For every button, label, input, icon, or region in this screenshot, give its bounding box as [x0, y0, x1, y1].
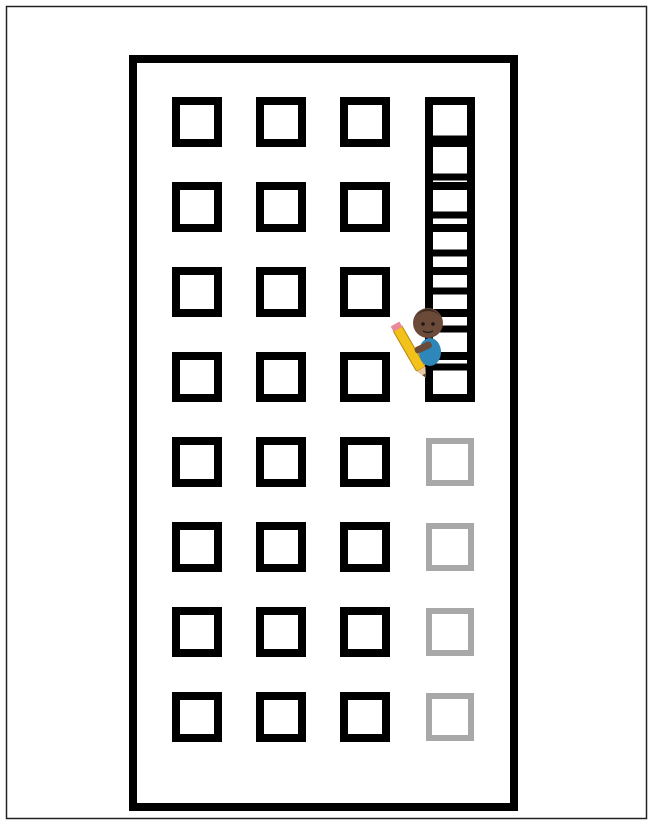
window-undrawn	[429, 611, 471, 653]
window-undrawn	[429, 696, 471, 738]
window-drawn	[260, 356, 302, 398]
window-drawn	[260, 696, 302, 738]
window-drawn	[344, 356, 386, 398]
window-drawn	[344, 186, 386, 228]
window-drawn	[176, 526, 218, 568]
window-drawn	[176, 696, 218, 738]
window-drawn	[176, 271, 218, 313]
window-drawn	[344, 271, 386, 313]
window-drawn	[260, 441, 302, 483]
window-undrawn	[429, 441, 471, 483]
window-drawn	[260, 611, 302, 653]
character-head	[413, 308, 443, 338]
window-drawn	[344, 611, 386, 653]
frame-border	[7, 7, 647, 819]
window-drawn	[260, 271, 302, 313]
window-drawn	[176, 186, 218, 228]
window-drawn	[429, 186, 471, 228]
window-drawn	[344, 441, 386, 483]
window-drawn	[176, 611, 218, 653]
window-drawn	[260, 186, 302, 228]
window-drawn	[176, 101, 218, 143]
window-drawn	[176, 356, 218, 398]
window-drawn	[260, 526, 302, 568]
window-undrawn	[429, 526, 471, 568]
window-drawn	[344, 696, 386, 738]
window-drawn	[176, 441, 218, 483]
window-drawn	[344, 101, 386, 143]
window-drawn	[344, 526, 386, 568]
window-drawn	[260, 101, 302, 143]
